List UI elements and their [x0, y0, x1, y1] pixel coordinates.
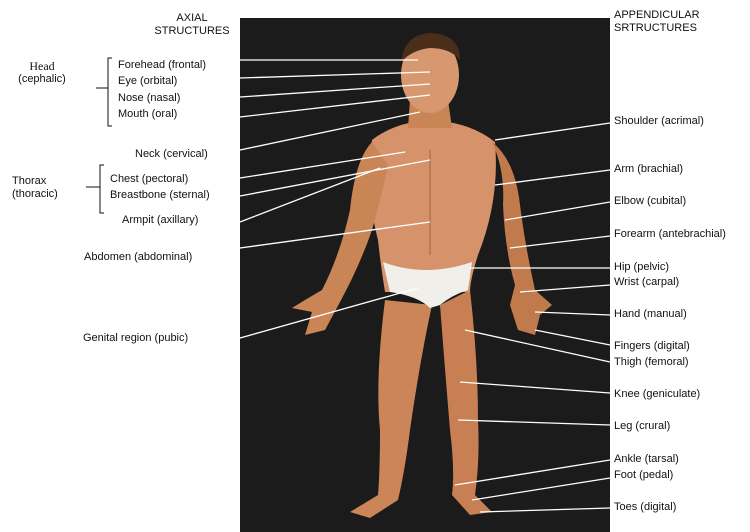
axial-header: AXIAL STRUCTURES [151, 12, 233, 38]
thorax-bracket [100, 165, 104, 213]
label-nose: Nose (nasal) [118, 92, 180, 105]
label-forearm: Forearm (antebrachial) [614, 228, 726, 241]
label-elbow: Elbow (cubital) [614, 195, 686, 208]
label-wrist: Wrist (carpal) [614, 276, 679, 289]
group-thorax-sub: (thoracic) [12, 188, 58, 201]
label-eye: Eye (orbital) [118, 75, 177, 88]
label-fingers: Fingers (digital) [614, 340, 690, 353]
label-abdomen: Abdomen (abdominal) [84, 251, 192, 264]
label-toes: Toes (digital) [614, 501, 676, 514]
axial-header-line2: STRUCTURES [151, 25, 233, 38]
appendicular-header-line1: APPENDICULAR [614, 9, 700, 22]
label-leg: Leg (crural) [614, 420, 670, 433]
axial-header-line1: AXIAL [151, 12, 233, 25]
label-shoulder: Shoulder (acrimal) [614, 115, 704, 128]
label-foot: Foot (pedal) [614, 469, 673, 482]
label-thigh: Thigh (femoral) [614, 356, 689, 369]
head-bracket [108, 58, 112, 126]
appendicular-header-line2: SRTRUCTURES [614, 22, 700, 35]
label-hand: Hand (manual) [614, 308, 687, 321]
label-arm: Arm (brachial) [614, 163, 683, 176]
group-head-sub: (cephalic) [10, 73, 74, 86]
label-mouth: Mouth (oral) [118, 108, 177, 121]
label-hip: Hip (pelvic) [614, 261, 669, 274]
appendicular-header: APPENDICULAR SRTRUCTURES [614, 9, 700, 35]
label-chest: Chest (pectoral) [110, 173, 188, 186]
label-ankle: Ankle (tarsal) [614, 453, 679, 466]
label-armpit: Armpit (axillary) [122, 214, 198, 227]
label-genital: Genital region (pubic) [83, 332, 188, 345]
group-thorax-title: Thorax [12, 175, 58, 188]
group-thorax: Thorax (thoracic) [12, 175, 58, 201]
label-breastbone: Breastbone (sternal) [110, 189, 210, 202]
label-neck: Neck (cervical) [135, 148, 208, 161]
label-knee: Knee (geniculate) [614, 388, 700, 401]
label-forehead: Forehead (frontal) [118, 59, 206, 72]
group-head: Head (cephalic) [10, 60, 74, 86]
group-head-title: Head [10, 60, 74, 73]
group-brackets [86, 58, 112, 213]
